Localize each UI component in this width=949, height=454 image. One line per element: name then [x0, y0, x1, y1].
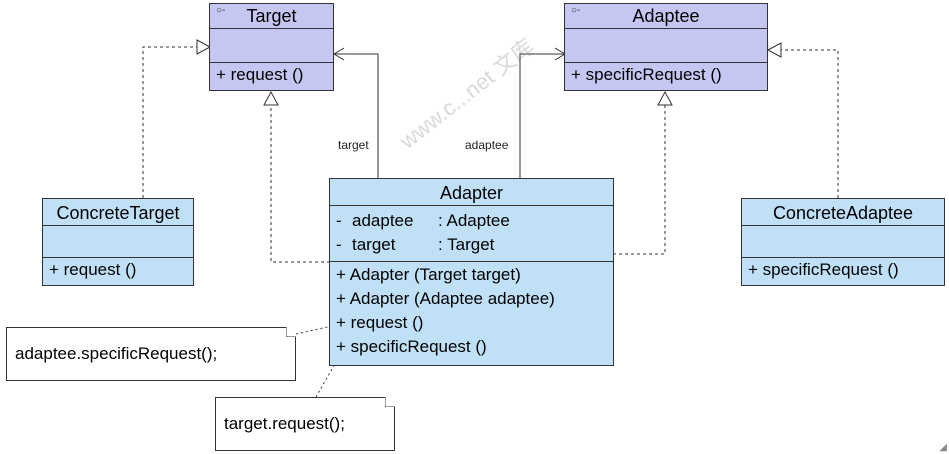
association-label-target: target	[338, 138, 369, 152]
operation-row: + request ()	[216, 65, 304, 84]
attribute-name: target	[352, 235, 396, 254]
class-adapter-name: Adapter	[330, 179, 613, 206]
class-concretetarget[interactable]: ConcreteTarget + request ()	[42, 198, 194, 286]
interface-icon: ○-	[216, 5, 226, 16]
note-adaptee-call[interactable]: adaptee.specificRequest();	[6, 327, 296, 381]
class-target-attributes	[210, 29, 333, 63]
class-adaptee-name-compartment: ○- Adaptee	[565, 4, 767, 29]
class-concreteadaptee-attributes	[742, 226, 944, 258]
class-adaptee-operations: + specificRequest ()	[565, 63, 767, 87]
class-target-operations: + request ()	[210, 63, 333, 87]
realization-adapter-adaptee	[613, 104, 666, 255]
realization-arrowhead-adapter-target	[263, 90, 279, 106]
note-fold-icon	[286, 327, 296, 337]
operation-row: + specificRequest ()	[571, 65, 722, 84]
class-adaptee[interactable]: ○- Adaptee + specificRequest ()	[564, 3, 768, 91]
realization-arrowhead-concreteadaptee	[766, 42, 782, 58]
association-adapter-adaptee	[519, 53, 565, 178]
realization-arrowhead-adapter-adaptee	[657, 90, 673, 106]
attribute-type: : Adaptee	[438, 211, 510, 230]
attribute-row: -target : Target	[336, 233, 613, 257]
class-adapter[interactable]: Adapter -adaptee : Adaptee -target : Targe…	[329, 178, 614, 366]
class-adaptee-name: Adaptee	[632, 6, 700, 26]
note-target-call[interactable]: target.request();	[215, 397, 395, 451]
association-adapter-target	[334, 53, 379, 178]
operation-row: + Adapter (Target target)	[336, 265, 521, 284]
attribute-name: adaptee	[352, 211, 414, 230]
operation-row: + Adapter (Adaptee adaptee)	[336, 289, 555, 308]
class-concretetarget-attributes	[43, 226, 193, 258]
operation-row: + specificRequest ()	[748, 260, 899, 279]
realization-adapter-target	[270, 104, 330, 263]
class-target-name: Target	[246, 6, 297, 26]
operation-row: + specificRequest ()	[336, 337, 487, 356]
class-adapter-operations: + Adapter (Target target) + Adapter (Ada…	[330, 262, 613, 359]
class-adaptee-attributes	[565, 29, 767, 63]
operation-row: + request ()	[49, 260, 137, 279]
attribute-visibility: -	[336, 211, 342, 230]
class-concreteadaptee[interactable]: ConcreteAdaptee + specificRequest ()	[741, 198, 945, 286]
class-concretetarget-name: ConcreteTarget	[43, 199, 193, 226]
note-fold-icon	[385, 397, 395, 407]
attribute-row: -adaptee : Adaptee	[336, 209, 613, 233]
realization-concreteadaptee-adaptee	[779, 49, 839, 198]
attribute-type: : Target	[438, 235, 495, 254]
interface-icon: ○-	[571, 5, 581, 16]
note-text: adaptee.specificRequest();	[15, 344, 218, 363]
class-target[interactable]: ○- Target + request ()	[209, 3, 334, 91]
class-concreteadaptee-operations: + specificRequest ()	[742, 258, 944, 282]
class-adapter-attributes: -adaptee : Adaptee -target : Target	[330, 206, 613, 262]
attribute-visibility: -	[336, 235, 342, 254]
realization-concretetarget-target	[142, 46, 198, 198]
class-concreteadaptee-name: ConcreteAdaptee	[742, 199, 944, 226]
class-concretetarget-operations: + request ()	[43, 258, 193, 282]
association-arrowhead-target	[333, 47, 345, 61]
operation-row: + request ()	[336, 313, 424, 332]
realization-arrowhead-concretetarget	[196, 39, 212, 55]
note-text: target.request();	[224, 414, 345, 433]
resize-grip-icon[interactable]: ◢	[939, 442, 947, 453]
class-target-name-compartment: ○- Target	[210, 4, 333, 29]
association-label-adaptee: adaptee	[465, 138, 509, 152]
